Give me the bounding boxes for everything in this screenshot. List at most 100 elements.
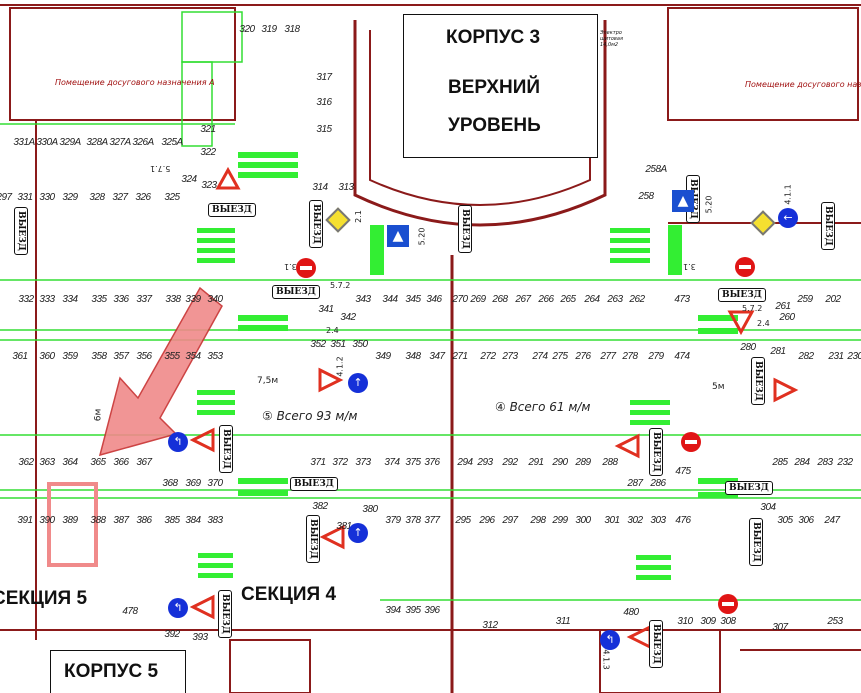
level-label-line2: УРОВЕНЬ bbox=[448, 115, 541, 136]
parking-spot: 328 bbox=[89, 192, 105, 203]
parking-spot: 313 bbox=[338, 182, 354, 193]
parking-spot: 384 bbox=[185, 515, 201, 526]
parking-spot: 323 bbox=[201, 180, 217, 191]
parking-spot: 374 bbox=[384, 457, 400, 468]
parking-spot: 325A bbox=[161, 137, 183, 148]
parking-spot: 253 bbox=[827, 616, 843, 627]
no-entry-sign-icon bbox=[296, 258, 316, 278]
exit-sign: ВЫЕЗД bbox=[458, 205, 472, 253]
direction-sign-icon: ↰ bbox=[168, 598, 188, 618]
parking-spot: 299 bbox=[552, 515, 568, 526]
no-entry-sign-icon bbox=[735, 257, 755, 277]
parking-spot: 372 bbox=[332, 457, 348, 468]
parking-spot: 356 bbox=[136, 351, 152, 362]
parking-spot: 278 bbox=[622, 351, 638, 362]
exit-sign: ВЫЕЗД bbox=[649, 620, 663, 668]
parking-spot: 303 bbox=[650, 515, 666, 526]
parking-spot: 369 bbox=[185, 478, 201, 489]
parking-spot: 260 bbox=[779, 312, 795, 323]
parking-spot: 373 bbox=[355, 457, 371, 468]
parking-spot: 475 bbox=[675, 466, 691, 477]
parking-spot: 388 bbox=[90, 515, 106, 526]
parking-spot: 368 bbox=[162, 478, 178, 489]
exit-sign: ВЫЕЗД bbox=[14, 207, 28, 255]
parking-spot: 309 bbox=[700, 616, 716, 627]
parking-spot: 327 bbox=[112, 192, 128, 203]
parking-spot: 364 bbox=[62, 457, 78, 468]
parking-spot: 342 bbox=[340, 312, 356, 323]
parking-spot: 317 bbox=[316, 72, 332, 83]
parking-spot: 380 bbox=[362, 504, 378, 515]
exit-sign: ВЫЕЗД bbox=[751, 357, 765, 405]
parking-spot: 375 bbox=[405, 457, 421, 468]
parking-spot: 259 bbox=[797, 294, 813, 305]
parking-spot: 312 bbox=[482, 620, 498, 631]
parking-spot: 474 bbox=[674, 351, 690, 362]
parking-spot: 358 bbox=[91, 351, 107, 362]
parking-spot: 266 bbox=[538, 294, 554, 305]
parking-spot: 336 bbox=[113, 294, 129, 305]
parking-spot: 325 bbox=[164, 192, 180, 203]
parking-spot: 363 bbox=[39, 457, 55, 468]
parking-spot: 334 bbox=[62, 294, 78, 305]
parking-spot: 331A bbox=[13, 137, 35, 148]
parking-spot: 311 bbox=[555, 616, 571, 627]
parking-spot: 289 bbox=[575, 457, 591, 468]
parking-spot: 288 bbox=[602, 457, 618, 468]
sign-code: 3.1 bbox=[284, 262, 297, 271]
level-label-line1: ВЕРХНИЙ bbox=[448, 77, 541, 98]
exit-sign: ВЫЕЗД bbox=[218, 590, 232, 638]
parking-spot: 382 bbox=[312, 501, 328, 512]
parking-spot: 352 bbox=[310, 339, 326, 350]
parking-spot: 267 bbox=[515, 294, 531, 305]
parking-spot: 362 bbox=[18, 457, 34, 468]
parking-spot: 279 bbox=[648, 351, 664, 362]
parking-spot: 359 bbox=[62, 351, 78, 362]
parking-spot: 391 bbox=[17, 515, 33, 526]
no-entry-sign-icon bbox=[681, 432, 701, 452]
dimension-7-5m: 7,5м bbox=[257, 376, 279, 386]
parking-spot: 287 bbox=[627, 478, 643, 489]
parking-spot: 310 bbox=[677, 616, 693, 627]
parking-spot: 326A bbox=[132, 137, 154, 148]
parking-spot: 348 bbox=[405, 351, 421, 362]
building-5-label: КОРПУС 5 bbox=[64, 661, 159, 682]
parking-spot: 327A bbox=[109, 137, 131, 148]
parking-spot: 231 bbox=[828, 351, 844, 362]
sign-code: 5.20 bbox=[704, 195, 714, 214]
dimension-6m: 6м bbox=[93, 408, 104, 422]
parking-spot: 344 bbox=[382, 294, 398, 305]
parking-spot: 262 bbox=[629, 294, 645, 305]
section-4-total: ④ Всего 61 м/м bbox=[495, 400, 591, 414]
parking-spot: 361 bbox=[12, 351, 28, 362]
parking-spot: 273 bbox=[502, 351, 518, 362]
parking-spot: 300 bbox=[575, 515, 591, 526]
exit-sign: ВЫЕЗД bbox=[219, 425, 233, 473]
parking-spot: 386 bbox=[136, 515, 152, 526]
parking-spot: 341 bbox=[318, 304, 334, 315]
parking-spot: 381 bbox=[336, 521, 352, 532]
parking-spot: 394 bbox=[385, 605, 401, 616]
parking-spot: 390 bbox=[39, 515, 55, 526]
parking-spot: 304 bbox=[760, 502, 776, 513]
parking-spot: 329A bbox=[59, 137, 81, 148]
exit-sign: ВЫЕЗД bbox=[272, 285, 320, 299]
parking-spot: 292 bbox=[502, 457, 518, 468]
parking-spot: 347 bbox=[429, 351, 445, 362]
no-entry-sign-icon bbox=[718, 594, 738, 614]
parking-spot: 282 bbox=[798, 351, 814, 362]
parking-spot: 340 bbox=[207, 294, 223, 305]
parking-spot: 366 bbox=[113, 457, 129, 468]
parking-spot: 367 bbox=[136, 457, 152, 468]
parking-spot: 298 bbox=[530, 515, 546, 526]
parking-spot: 281 bbox=[770, 346, 786, 357]
parking-spot: 301 bbox=[604, 515, 620, 526]
sign-code: 5.7.2 bbox=[742, 304, 763, 313]
building-3-label-box: КОРПУС 3 ВЕРХНИЙ УРОВЕНЬ bbox=[403, 14, 598, 158]
parking-spot: 376 bbox=[424, 457, 440, 468]
parking-spot: 294 bbox=[457, 457, 473, 468]
parking-spot: 297 bbox=[0, 192, 12, 203]
parking-spot: 396 bbox=[424, 605, 440, 616]
exit-sign: ВЫЕЗД bbox=[821, 202, 835, 250]
